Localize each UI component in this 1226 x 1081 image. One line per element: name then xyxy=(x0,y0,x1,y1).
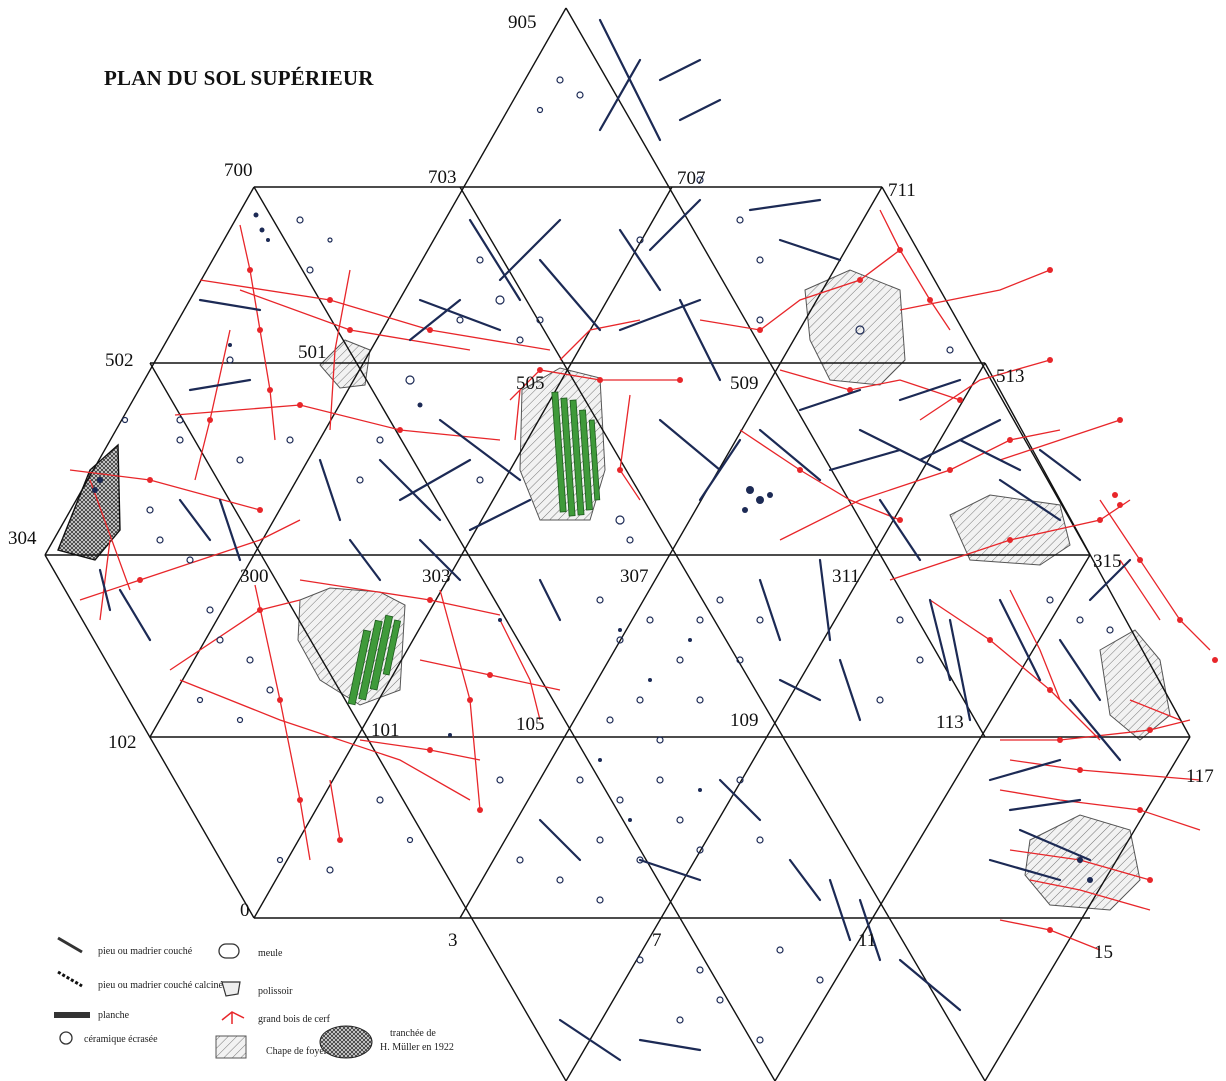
legend-item-plank: planche xyxy=(54,1010,130,1021)
grid-node-117: 117 xyxy=(1186,766,1214,787)
grid-node-101: 101 xyxy=(371,720,400,741)
triangular-grid xyxy=(44,7,1191,1081)
grid-node-509: 509 xyxy=(730,373,759,394)
hearth-zone xyxy=(804,269,906,386)
hearth-zone xyxy=(1099,629,1171,741)
pile-burnt-icon xyxy=(57,970,83,988)
legend-item-hearth: Chape de foyer xyxy=(215,1035,328,1059)
grid-node-303: 303 xyxy=(422,566,451,587)
grid-node-711: 711 xyxy=(888,180,916,201)
legend: pieu ou madrier couché pieu ou madrier c… xyxy=(54,936,454,1059)
grid-node-109: 109 xyxy=(730,710,759,731)
plank-icon xyxy=(54,1012,90,1018)
grid-node-707: 707 xyxy=(677,168,706,189)
legend-item-pile-burnt: pieu ou madrier couché calciné xyxy=(57,970,223,991)
legend-item-trench: tranchée de H. Müller en 1922 xyxy=(319,1025,454,1059)
legend-label-trench-2: H. Müller en 1922 xyxy=(380,1042,454,1053)
pile-lying-icon xyxy=(57,936,83,954)
ceramic-icon xyxy=(59,1031,73,1045)
grid-node-7: 7 xyxy=(652,930,662,951)
grid-node-505: 505 xyxy=(516,373,545,394)
lying-piles xyxy=(98,18,1132,1062)
antler-icon xyxy=(221,1011,245,1024)
grid-node-15: 15 xyxy=(1094,942,1113,963)
hearth-zone xyxy=(949,494,1071,566)
legend-label-trench-1: tranchée de xyxy=(390,1028,436,1039)
legend-label-pile: pieu ou madrier couché xyxy=(98,946,193,957)
red-stake-dots xyxy=(137,247,1218,933)
hearth-icon xyxy=(215,1035,247,1059)
grid-node-501: 501 xyxy=(298,342,327,363)
legend-label-ceramic: céramique écrasée xyxy=(84,1034,158,1045)
legend-label-grindstone: meule xyxy=(258,948,283,959)
dark-finds xyxy=(92,212,1093,883)
legend-item-antler: grand bois de cerf xyxy=(221,1011,331,1025)
legend-label-pile-burnt: pieu ou madrier couché calciné xyxy=(98,980,223,991)
legend-item-ceramic: céramique écrasée xyxy=(59,1031,158,1045)
grid-node-513: 513 xyxy=(996,366,1025,387)
trench-icon xyxy=(319,1025,373,1059)
grid-node-0: 0 xyxy=(240,900,250,921)
legend-label-antler: grand bois de cerf xyxy=(258,1014,331,1025)
grindstone-icon xyxy=(218,943,240,959)
legend-label-plank: planche xyxy=(98,1010,130,1021)
legend-item-polisher: polissoir xyxy=(221,981,293,997)
hearth-zone xyxy=(319,339,371,389)
grid-node-502: 502 xyxy=(105,350,134,371)
grid-node-703: 703 xyxy=(428,167,457,188)
legend-item-grindstone: meule xyxy=(218,943,283,959)
grid-node-113: 113 xyxy=(936,712,964,733)
hearth-zone xyxy=(1024,814,1141,911)
green-planks xyxy=(347,391,601,706)
polisher-icon xyxy=(221,981,241,997)
grid-node-105: 105 xyxy=(516,714,545,735)
legend-item-pile: pieu ou madrier couché xyxy=(57,936,193,957)
legend-label-polisher: polissoir xyxy=(258,986,293,997)
grid-node-3: 3 xyxy=(448,930,458,951)
grid-node-700: 700 xyxy=(224,160,253,181)
plan-title: PLAN DU SOL SUPÉRIEUR xyxy=(104,66,374,90)
grid-node-905: 905 xyxy=(508,12,537,33)
legend-label-hearth: Chape de foyer xyxy=(266,1046,328,1057)
muller-trench-zone xyxy=(57,443,121,561)
grid-node-311: 311 xyxy=(832,566,860,587)
grid-node-304: 304 xyxy=(8,528,37,549)
grid-node-labels: 905 700 703 707 711 502 501 505 509 513 … xyxy=(8,12,1214,963)
scattered-finds xyxy=(121,76,1114,1044)
grid-node-11: 11 xyxy=(858,930,876,951)
grid-node-300: 300 xyxy=(240,566,269,587)
grid-node-315: 315 xyxy=(1093,551,1122,572)
grid-node-307: 307 xyxy=(620,566,649,587)
grid-node-102: 102 xyxy=(108,732,137,753)
